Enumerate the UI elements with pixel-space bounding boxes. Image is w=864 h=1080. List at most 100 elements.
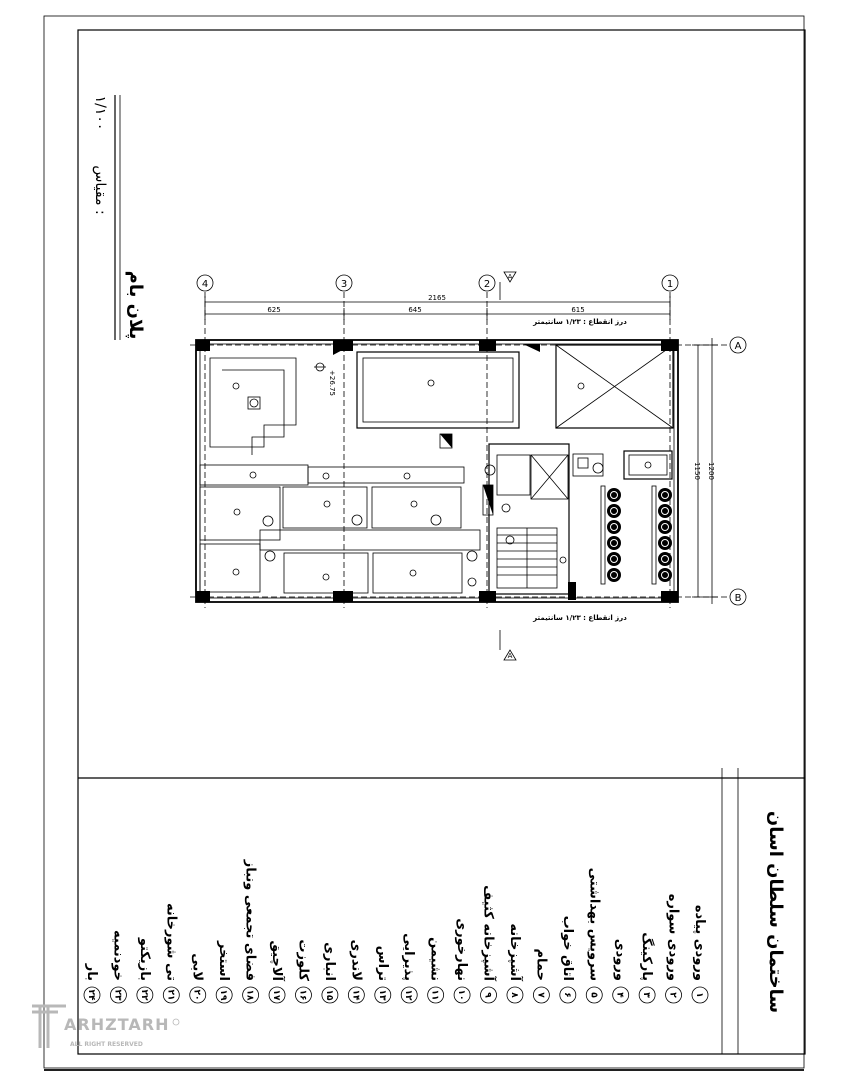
grid-bubble-A: A <box>729 336 747 354</box>
structural-columns <box>196 340 678 602</box>
legend-number-circle <box>400 986 418 1004</box>
ac-unit <box>658 536 672 550</box>
legend-number-circle <box>162 986 180 1004</box>
svg-text:A: A <box>508 652 513 660</box>
tank <box>623 450 673 480</box>
ac-unit-fan <box>661 491 669 499</box>
legend-number-circle <box>321 986 339 1004</box>
legend-number-circle <box>480 986 497 1004</box>
legend-number-circle <box>665 986 682 1004</box>
joint-note-bottom: درز انقطاع : ۱/۲۳ سانتیمتر <box>532 614 627 622</box>
legend-label: پذیرایی <box>401 933 416 981</box>
legend-number: ۱۵ <box>324 990 334 1001</box>
legend-number-circle <box>110 986 127 1004</box>
ac-unit-fan <box>661 555 669 563</box>
ac-unit-frame <box>600 485 606 585</box>
ac-unit <box>607 488 621 502</box>
elevator-shaft-roof <box>555 344 674 429</box>
building-name: ساختمان سلطان اسان <box>765 811 786 1013</box>
svg-text:A: A <box>735 341 742 352</box>
legend-number-circle <box>136 986 154 1004</box>
legend-number-circle <box>347 986 365 1004</box>
ac-unit-fan <box>661 539 669 547</box>
legend-number-circle <box>638 986 656 1004</box>
legend-label: لاندری <box>348 940 363 981</box>
joint-note-top: درز انقطاع : ۱/۲۳ سانتیمتر <box>532 318 627 326</box>
ac-unit <box>658 488 672 502</box>
ac-unit-fan <box>661 571 669 579</box>
legend-label: کلوزت <box>295 939 310 981</box>
legend-number: ۲۲ <box>139 990 149 1001</box>
legend-label: آشپزخانه <box>507 923 524 981</box>
legend-label: ورودی <box>613 939 628 981</box>
legend-number: ۱۹ <box>218 990 228 1001</box>
drawing-title: پلان بام <box>125 271 146 340</box>
dim-depth-inner: 1150 <box>693 462 701 480</box>
svg-text:3: 3 <box>341 279 347 290</box>
legend-label: خودنمیه <box>110 930 125 981</box>
legend-number-circle <box>189 986 207 1004</box>
ac-unit-fan <box>610 539 618 547</box>
section-marker-bottom: A <box>499 630 517 661</box>
legend-label: ورودی سواره <box>666 894 681 981</box>
grid-bubble-4: 4 <box>196 274 214 292</box>
legend-number-circle <box>506 986 524 1004</box>
legend-number: ۲ <box>668 992 678 998</box>
legend-number: ۱۱ <box>430 990 440 1001</box>
ac-unit <box>607 568 621 582</box>
svg-text:4: 4 <box>202 279 208 290</box>
ac-unit-fan <box>610 523 618 531</box>
legend-label: سرویس بهداشتی <box>586 868 601 981</box>
legend-number-circle <box>374 986 392 1004</box>
legend-number-circle <box>295 986 312 1004</box>
legend-label: نشیمن <box>428 937 443 981</box>
elevator-shaft <box>530 454 569 500</box>
legend-label: بار <box>84 963 99 981</box>
ac-unit-fan <box>661 507 669 515</box>
outer-frame <box>43 15 805 1069</box>
ac-unit <box>607 520 621 534</box>
ac-unit <box>658 520 672 534</box>
level-mark: +26.75 <box>314 362 336 396</box>
legend-number: ۱۸ <box>245 990 255 1001</box>
ac-unit-fan <box>610 491 618 499</box>
legend-label: حمام <box>533 949 548 982</box>
stair-core <box>488 443 570 595</box>
dim-bay-3-2: 645 <box>408 306 421 314</box>
grid-bubble-2: 2 <box>478 274 496 292</box>
legend-number: ۴ <box>615 992 625 998</box>
legend-label: نهارخوری <box>454 918 469 981</box>
ac-unit-fan <box>661 523 669 531</box>
legend-number-circle <box>585 986 603 1004</box>
legend-number-circle <box>83 986 101 1004</box>
svg-text:+26.75: +26.75 <box>328 370 336 396</box>
roof-drains <box>262 462 604 587</box>
legend-label: لابی <box>190 953 205 981</box>
legend-number-circle <box>427 986 445 1004</box>
roof-plan: +26.75 <box>195 339 679 603</box>
skylight-large <box>356 351 520 429</box>
legend-number: ۳ <box>641 992 651 998</box>
ac-unit-frame <box>651 485 657 585</box>
legend-number: ۹ <box>483 992 493 998</box>
legend-number: ۱۶ <box>297 990 307 1001</box>
legend-number: ۷ <box>535 992 545 998</box>
legend-number: ۲۳ <box>112 990 122 1001</box>
legend-number: ۶ <box>562 992 572 998</box>
legend-number: ۱۲ <box>403 990 413 1001</box>
svg-text:2: 2 <box>484 279 490 290</box>
legend-number-circle <box>453 986 471 1004</box>
legend-label: بازیکتو <box>137 937 152 981</box>
legend-label: اتاق خواب <box>560 916 575 981</box>
legend-number-circle <box>242 986 260 1004</box>
ac-unit <box>607 536 621 550</box>
legend-number: ۱۴ <box>350 990 360 1001</box>
dimension-chain-top: 2165 625 645 615 <box>204 294 671 320</box>
ac-unit-fan <box>610 507 618 515</box>
legend-label: ورودی پیاده <box>692 905 707 981</box>
legend-label: استخر <box>216 940 231 981</box>
legend-number: ۱ <box>694 992 704 998</box>
section-marker-top: A <box>499 271 517 300</box>
